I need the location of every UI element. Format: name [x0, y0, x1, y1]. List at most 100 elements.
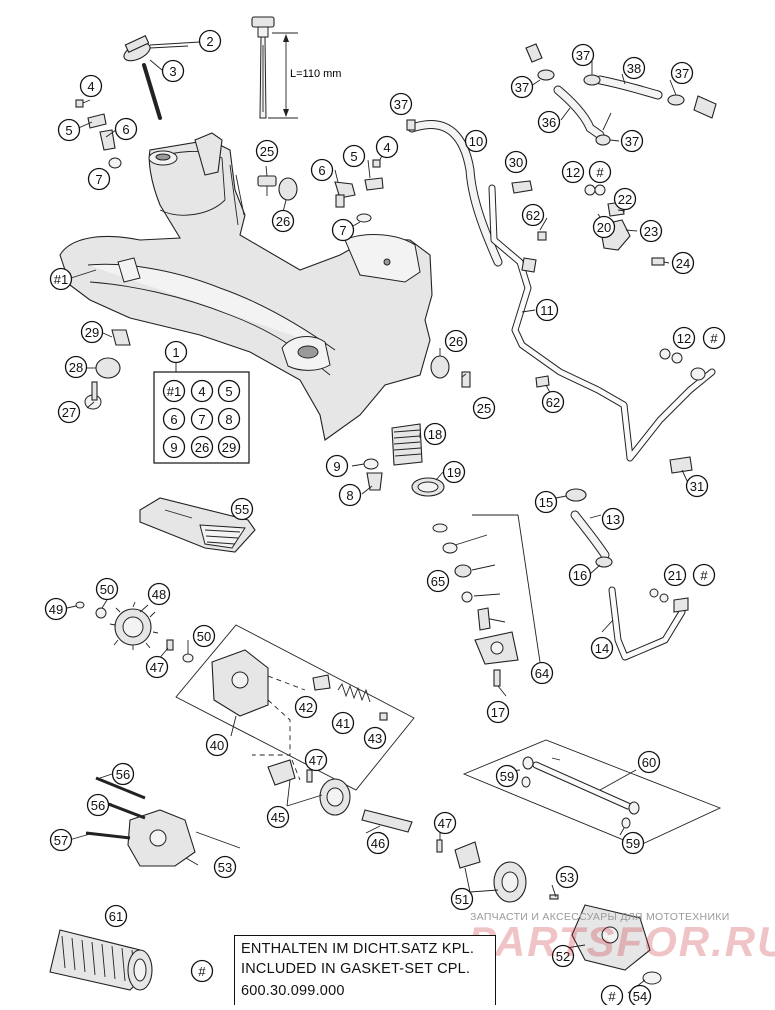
- screen-55: [139, 497, 256, 553]
- callout-4b: 4: [375, 135, 399, 159]
- callout-14-circle: [590, 636, 614, 660]
- pipe-11: [488, 184, 716, 462]
- callout-7a: 7: [87, 167, 111, 191]
- callout-56b-circle: [86, 793, 110, 817]
- callout-22-label: 22: [618, 192, 632, 207]
- callout-12b-label: 12: [677, 331, 691, 346]
- callout-29-circle: [80, 320, 104, 344]
- callout-25b-circle: [472, 396, 496, 420]
- callout-26b-label: 26: [449, 334, 463, 349]
- note-line-german: ENTHALTEN IM DICHT.SATZ KPL.: [241, 941, 475, 957]
- callout-21-label: 21: [668, 568, 682, 583]
- callout-12a-circle: [561, 160, 585, 184]
- callout-60-label: 60: [642, 755, 656, 770]
- callout-16-label: 16: [573, 568, 587, 583]
- callout-37b-label: 37: [576, 48, 590, 63]
- kit-item-4: 7: [190, 407, 214, 431]
- callout-hash-c: #: [692, 563, 716, 587]
- note-line-part-number: 600.30.099.000: [241, 983, 345, 999]
- callout-59b: 59: [621, 831, 645, 855]
- plug-upper: [257, 175, 298, 201]
- callout-5b: 5: [342, 144, 366, 168]
- callout-kit-1: 1: [164, 340, 188, 364]
- callout-4b-label: 4: [383, 140, 390, 155]
- callout-10: 10: [464, 129, 488, 153]
- callout-62a-circle: [521, 203, 545, 227]
- callout-hash-e: #: [600, 984, 624, 1008]
- callout-53a-circle: [213, 855, 237, 879]
- callout-13-circle: [601, 507, 625, 531]
- callout-54-label: 54: [633, 989, 647, 1004]
- callout-6a-label: 6: [122, 122, 129, 137]
- callout-hash-b: #: [702, 326, 726, 350]
- callout-53b: 53: [555, 865, 579, 889]
- callout-20-label: 20: [597, 220, 611, 235]
- callout-9-circle: [325, 454, 349, 478]
- oil-line-60: [462, 739, 722, 847]
- callout-47b-circle: [304, 748, 328, 772]
- callout-37e: 37: [620, 129, 644, 153]
- callout-23: 23: [639, 219, 663, 243]
- callout-h1-circle: [49, 267, 73, 291]
- callout-42-label: 42: [299, 700, 313, 715]
- callout-50b: 50: [192, 624, 216, 648]
- callout-57-circle: [49, 828, 73, 852]
- callout-60-circle: [637, 750, 661, 774]
- callout-23-label: 23: [644, 224, 658, 239]
- callout-47c-circle: [433, 811, 457, 835]
- callout-hash-a-circle: [588, 160, 612, 184]
- callout-37c-label: 37: [515, 80, 529, 95]
- callout-41: 41: [331, 711, 355, 735]
- callout-hash-c-label: #: [700, 568, 708, 583]
- callout-43: 43: [363, 726, 387, 750]
- callout-9-label: 9: [333, 459, 340, 474]
- callout-14-label: 14: [595, 641, 609, 656]
- oil-tank: [59, 132, 433, 441]
- kit-item-4-circle: [190, 407, 214, 431]
- kit-item-0: #1: [162, 379, 186, 403]
- callout-53b-label: 53: [560, 870, 574, 885]
- callout-61: 61: [104, 904, 128, 928]
- callout-2-circle: [198, 29, 222, 53]
- callout-7a-label: 7: [95, 172, 102, 187]
- callout-65-label: 65: [431, 574, 445, 589]
- callout-6b-label: 6: [318, 163, 325, 178]
- callout-43-label: 43: [368, 731, 382, 746]
- callout-25a-label: 25: [260, 144, 274, 159]
- kit-item-2-label: 5: [225, 384, 232, 399]
- tank-lower-parts: [363, 355, 471, 497]
- kit-item-0-label: #1: [167, 384, 181, 399]
- callout-hash-b-circle: [702, 326, 726, 350]
- callout-26b-circle: [444, 329, 468, 353]
- callout-56a-circle: [111, 762, 135, 786]
- callout-37b: 37: [571, 43, 595, 67]
- callout-10-circle: [464, 129, 488, 153]
- callout-50a-circle: [95, 577, 119, 601]
- callout-57: 57: [49, 828, 73, 852]
- callout-55: 55: [230, 497, 254, 521]
- callout-37c-circle: [510, 75, 534, 99]
- kit-item-3-circle: [162, 407, 186, 431]
- callout-37e-circle: [620, 129, 644, 153]
- callout-55-circle: [230, 497, 254, 521]
- callout-30-circle: [504, 150, 528, 174]
- callout-16: 16: [568, 563, 592, 587]
- pump-housing-group: [175, 624, 415, 791]
- callout-3-circle: [161, 59, 185, 83]
- callout-19-label: 19: [447, 465, 461, 480]
- callout-41-circle: [331, 711, 355, 735]
- pump-cover-right: [454, 841, 662, 985]
- callout-8-label: 8: [346, 488, 353, 503]
- callout-59a-label: 59: [500, 769, 514, 784]
- callout-52-label: 52: [556, 949, 570, 964]
- callout-25a: 25: [255, 139, 279, 163]
- oil-pump-gear: [75, 601, 194, 663]
- callout-4b-circle: [375, 135, 399, 159]
- callout-27-label: 27: [62, 405, 76, 420]
- callout-26b: 26: [444, 329, 468, 353]
- callout-h1-label: #1: [54, 272, 68, 287]
- callout-28: 28: [64, 355, 88, 379]
- callout-37b-circle: [571, 43, 595, 67]
